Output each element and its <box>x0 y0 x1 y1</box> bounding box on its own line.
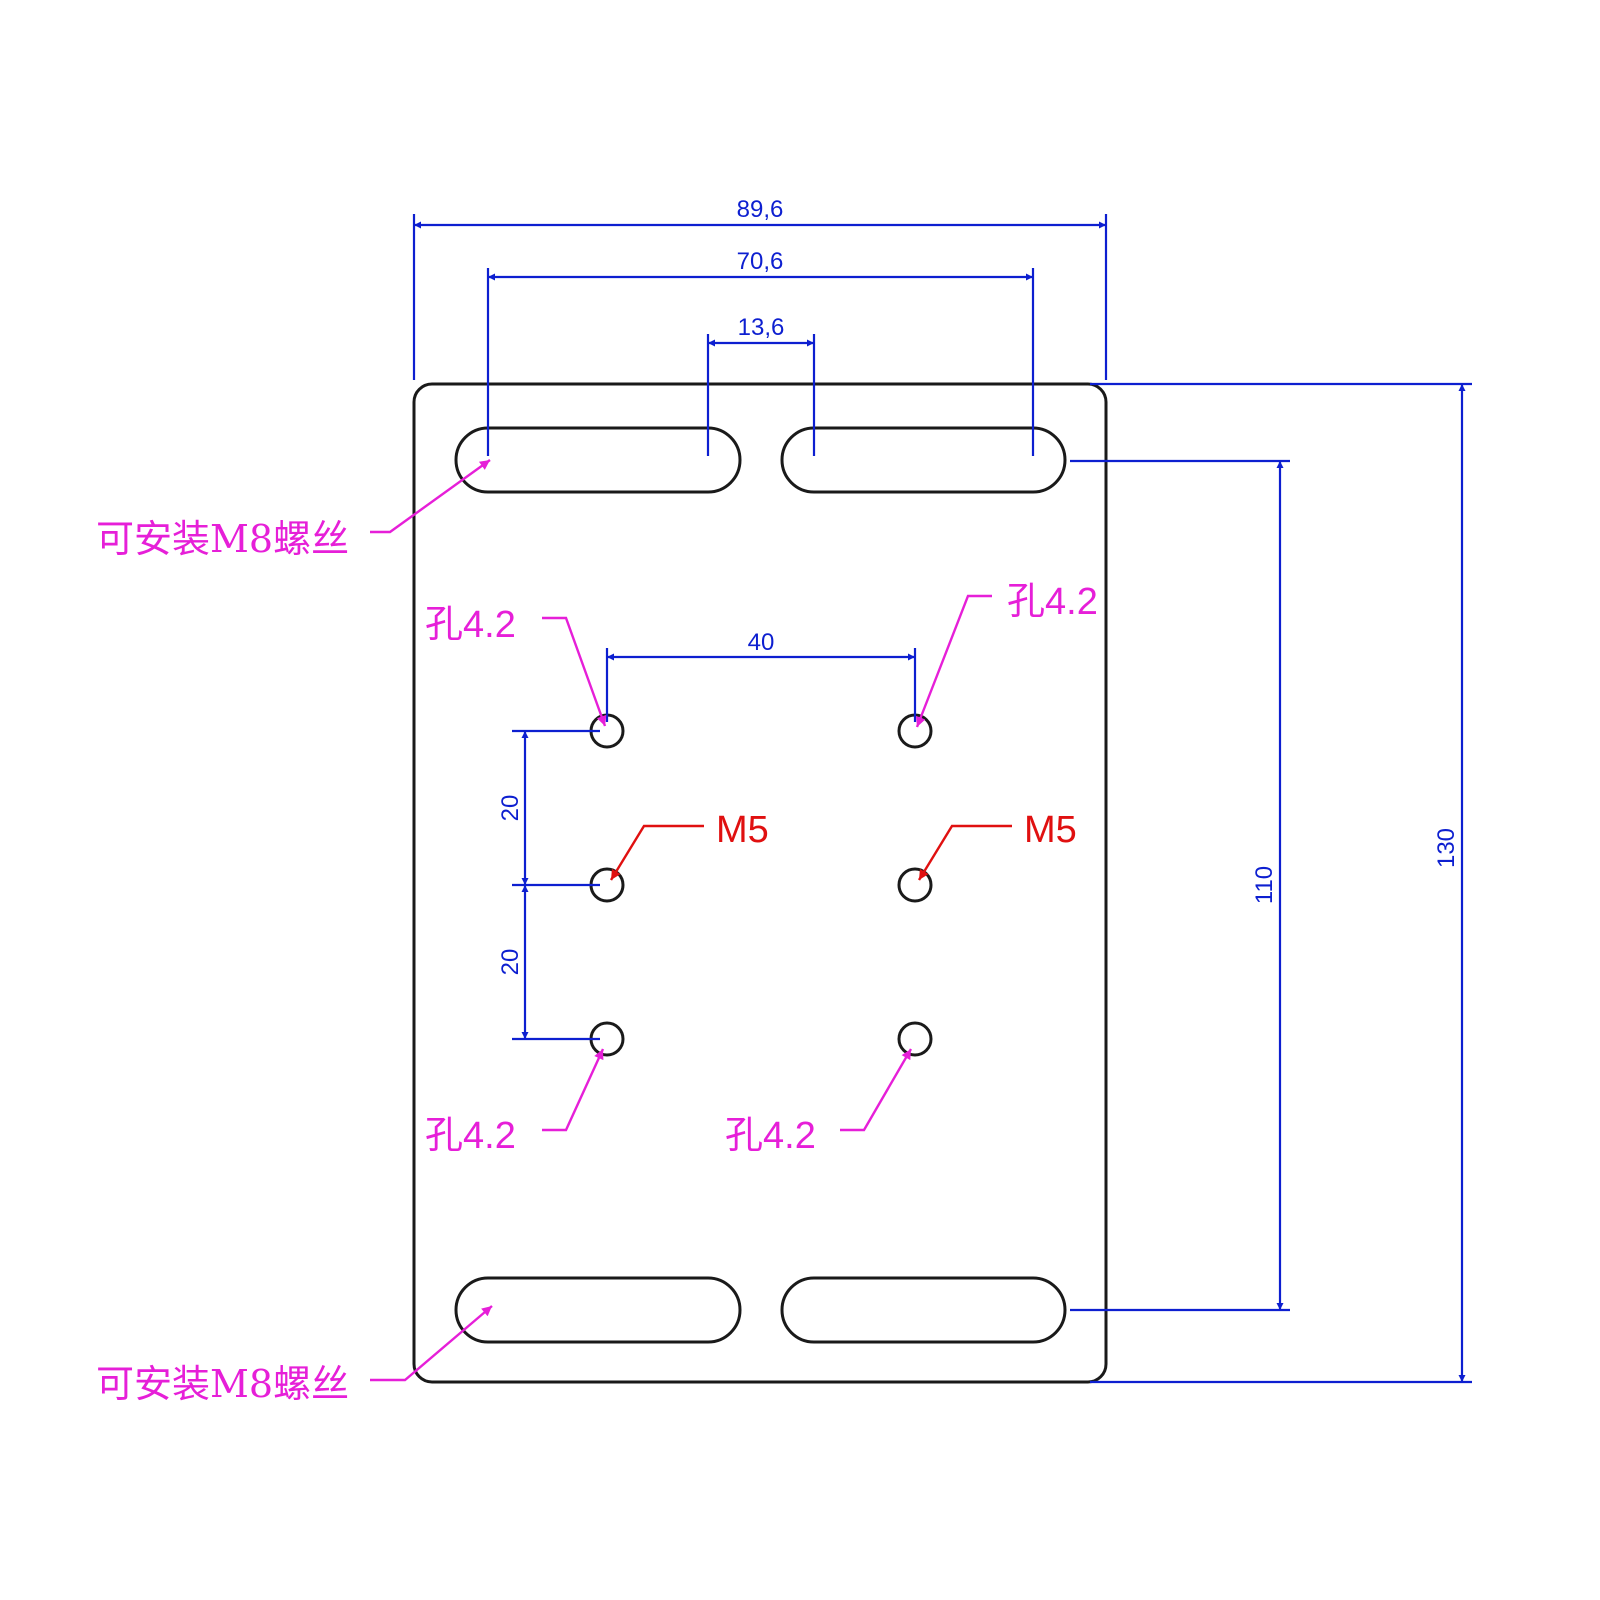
plate-outline <box>412 382 1108 1384</box>
slot-top-right <box>780 426 1067 494</box>
dim-hole-pitch-x: 40 <box>605 629 917 722</box>
dim-slot-gap-label: 13,6 <box>738 314 785 341</box>
callout-hole-bottom-left: 孔4.2 <box>425 1048 605 1157</box>
callout-hole-bottom-right: 孔4.2 <box>725 1048 913 1157</box>
callout-slot-bottom: 可安装M8螺丝 <box>96 1305 493 1406</box>
dim-slot-gap: 13,6 <box>706 314 816 456</box>
callout-hole-top-right-label: 孔4.2 <box>1007 581 1098 623</box>
slot-top-left <box>454 426 742 494</box>
dim-hole-pitch-y: 20 20 <box>497 729 600 1041</box>
callout-thread-left: M5 <box>609 809 769 881</box>
callout-thread-right: M5 <box>917 809 1077 881</box>
dim-overall-height-label: 130 <box>1433 828 1460 868</box>
dim-slot-span-label: 70,6 <box>737 248 784 275</box>
dim-slot-span: 70,6 <box>486 248 1035 456</box>
dim-slot-pitch-y: 110 <box>1070 459 1290 1312</box>
callout-hole-bottom-left-label: 孔4.2 <box>425 1115 516 1157</box>
thread-hole-right <box>897 867 933 903</box>
callout-slot-top-label: 可安装M8螺丝 <box>96 517 349 561</box>
dim-slot-pitch-y-label: 110 <box>1251 866 1278 904</box>
hole-bottom-right <box>897 1021 933 1057</box>
callout-hole-bottom-right-label: 孔4.2 <box>725 1115 816 1157</box>
callout-slot-bottom-label: 可安装M8螺丝 <box>96 1362 349 1406</box>
callout-hole-top-left: 孔4.2 <box>425 604 607 727</box>
callout-slot-top: 可安装M8螺丝 <box>96 459 491 561</box>
dim-overall-width-label: 89,6 <box>737 196 784 223</box>
dim-hole-pitch-y-lower-label: 20 <box>497 949 524 976</box>
dim-overall-width: 89,6 <box>412 196 1108 380</box>
dim-overall-height: 130 <box>1090 382 1472 1384</box>
slot-bottom-right <box>780 1276 1067 1344</box>
dim-hole-pitch-y-upper-label: 20 <box>497 795 524 822</box>
callout-thread-right-label: M5 <box>1024 809 1077 851</box>
callout-thread-left-label: M5 <box>716 809 769 851</box>
slot-bottom-left <box>454 1276 742 1344</box>
dim-hole-pitch-x-label: 40 <box>748 629 775 656</box>
callout-hole-top-left-label: 孔4.2 <box>425 604 516 646</box>
callout-hole-top-right: 孔4.2 <box>915 581 1098 728</box>
